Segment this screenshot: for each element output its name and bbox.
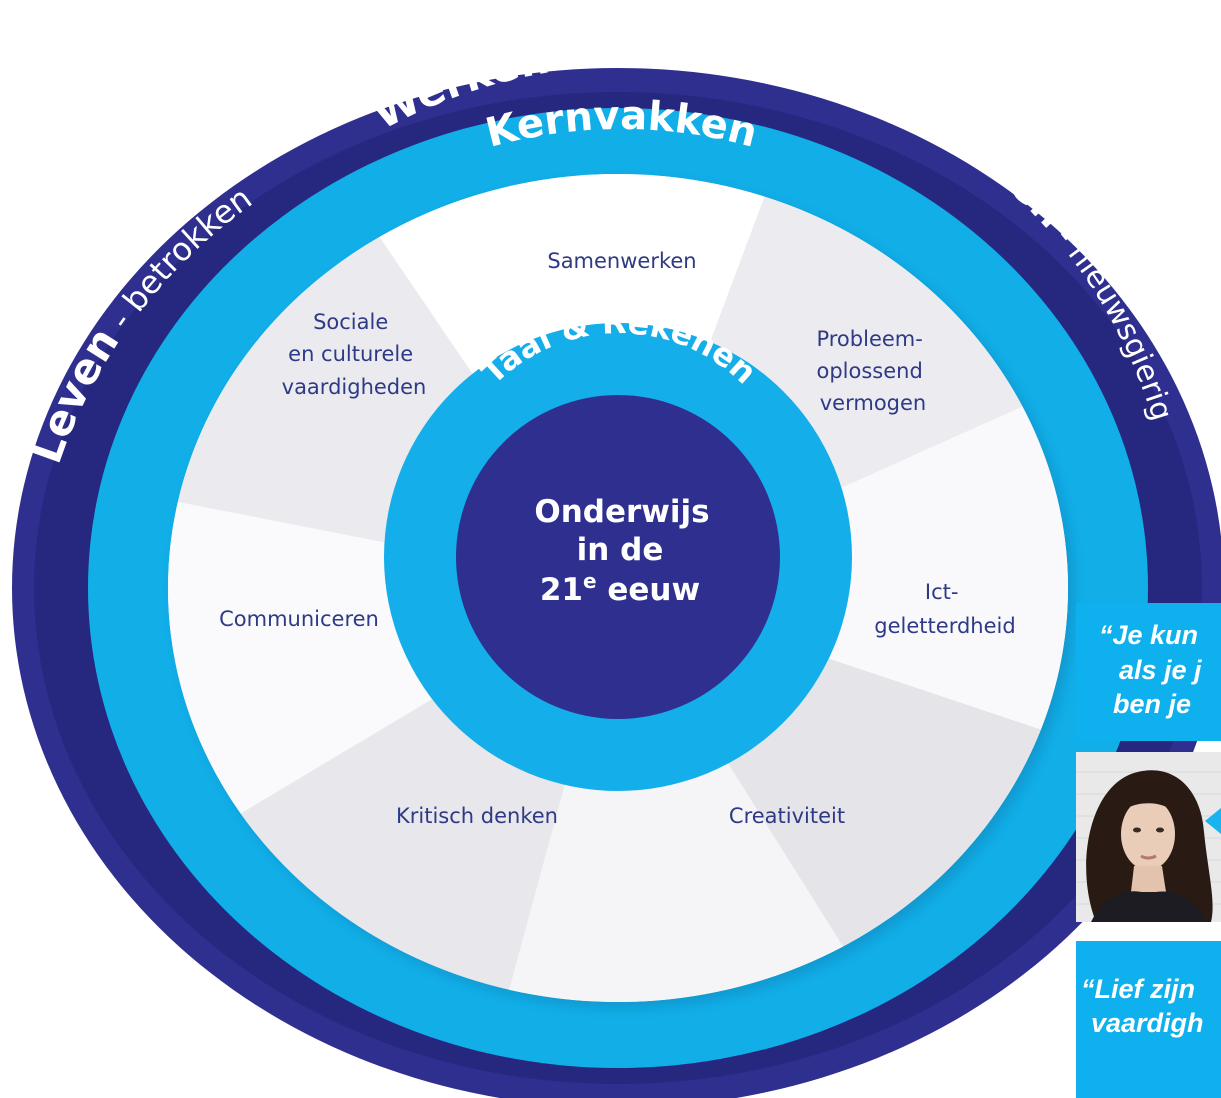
quote-1-line-3: ben je <box>1113 689 1192 719</box>
center-line-2: in de <box>577 532 664 568</box>
person-photo <box>1076 752 1221 922</box>
quote-1-line-2: als je j <box>1119 655 1202 685</box>
quote-card-bottom: “Lief zijn vaardigh <box>1076 941 1221 1098</box>
center-line-1: Onderwijs <box>534 494 709 530</box>
skill-probleemoplossend: Probleem- oplossend vermogen <box>816 327 929 415</box>
skill-sociale-culturele: Sociale en culturele vaardigheden <box>282 310 427 399</box>
skill-creativiteit: Creativiteit <box>729 804 845 828</box>
quote-1-line-1: “Je kun <box>1099 620 1199 650</box>
quote-2-line-1: “Lief zijn <box>1081 974 1195 1004</box>
photo-pointer-arrow <box>1205 808 1221 834</box>
center-title: Onderwijs in de 21e eeuw <box>534 494 709 608</box>
quote-card-top: “Je kun als je j ben je <box>1076 603 1221 741</box>
skill-kritisch-denken: Kritisch denken <box>396 804 558 828</box>
skill-ict-geletterdheid: Ict- geletterdheid <box>874 580 1015 638</box>
skill-samenwerken: Samenwerken <box>547 249 696 273</box>
skill-communiceren: Communiceren <box>219 607 379 631</box>
center-line-3: 21e eeuw <box>540 569 700 608</box>
center-disc <box>456 395 780 719</box>
quote-2-line-2: vaardigh <box>1091 1008 1204 1038</box>
